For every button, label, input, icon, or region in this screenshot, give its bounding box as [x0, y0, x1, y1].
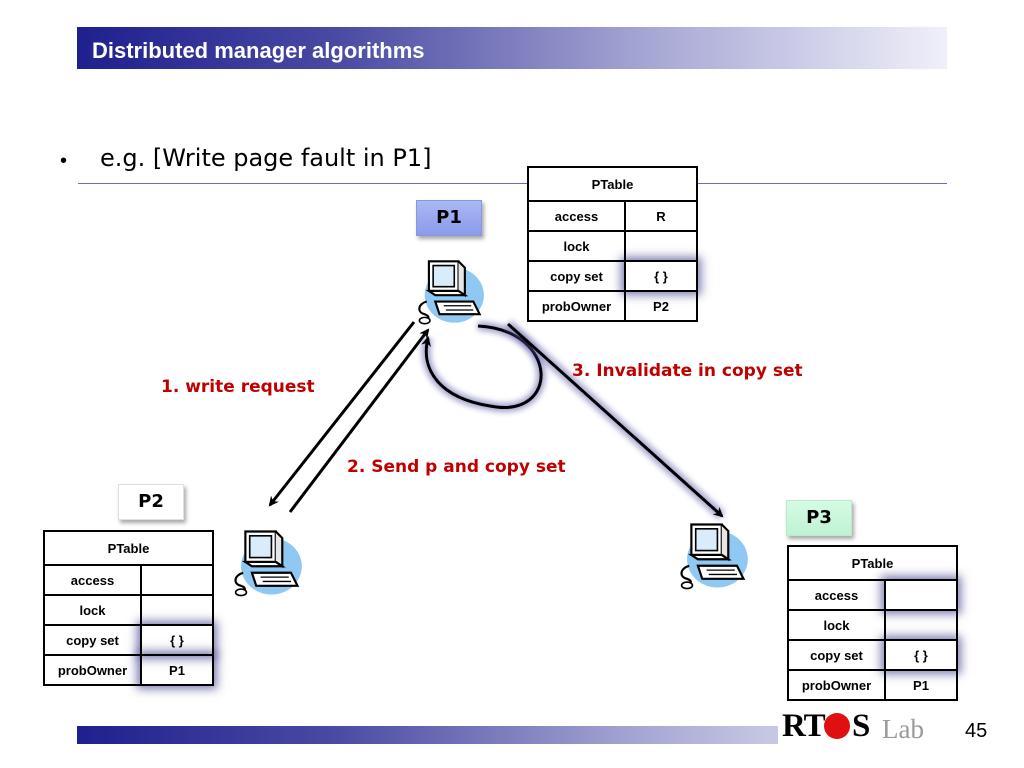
divider-rule: [78, 183, 947, 184]
ptable-key: lock: [43, 594, 142, 626]
ptable-value: { }: [624, 260, 698, 292]
rtos-lab-logo: RT S Lab: [778, 708, 946, 746]
ptable-key: lock: [527, 230, 626, 262]
p3-label: P3: [786, 500, 852, 536]
ptable-key: copy set: [527, 260, 626, 292]
ptable-key: probOwner: [43, 654, 142, 686]
ptable-value: [884, 609, 958, 641]
p1-computer-icon: [418, 260, 485, 325]
page-number: 45: [965, 720, 988, 742]
ptable-value: [624, 230, 698, 262]
ptable-key: lock: [787, 609, 886, 641]
ptable-value: P1: [140, 654, 214, 686]
ptable-key: copy set: [787, 639, 886, 671]
footer-bar: [77, 726, 937, 744]
ptable-key: access: [43, 564, 142, 596]
logo-o-icon: [824, 713, 850, 739]
send-copy-set-label: 2. Send p and copy set: [347, 457, 566, 477]
ptable-value: [140, 564, 214, 596]
ptable-key: copy set: [43, 624, 142, 656]
slide-title: Distributed manager algorithms: [92, 38, 425, 63]
ptable-key: access: [787, 579, 886, 611]
ptable-key: probOwner: [527, 290, 626, 322]
title-bar: [77, 27, 947, 69]
write-request-arrow: [288, 328, 430, 513]
ptable-key: probOwner: [787, 669, 886, 701]
p3-computer-icon: [680, 523, 749, 590]
p2-ptable: PTable access lock copy set{ } probOwner…: [43, 530, 214, 686]
ptable-value: [140, 594, 214, 626]
p1-label: P1: [416, 200, 482, 236]
invalidate-arrow: [506, 322, 724, 518]
ptable-value: P1: [884, 669, 958, 701]
ptable-value: [884, 579, 958, 611]
ptable-header: PTable: [43, 530, 214, 566]
ptable-value: { }: [140, 624, 214, 656]
invalidate-label: 3. Invalidate in copy set: [572, 361, 803, 381]
write-request-label: 1. write request: [161, 377, 315, 397]
bullet-dot: •: [60, 150, 68, 172]
ptable-header: PTable: [787, 545, 958, 581]
p2-computer-icon: [234, 530, 303, 597]
ptable-header: PTable: [527, 166, 698, 202]
ptable-value: { }: [884, 639, 958, 671]
ptable-key: access: [527, 200, 626, 232]
bullet-text: e.g. [Write page fault in P1]: [100, 144, 432, 172]
ptable-value: P2: [624, 290, 698, 322]
p2-label: P2: [118, 484, 184, 520]
p3-ptable: PTable access lock copy set{ } probOwner…: [787, 545, 958, 701]
send-copy-set-arrow: [268, 321, 416, 507]
ptable-value: R: [624, 200, 698, 232]
